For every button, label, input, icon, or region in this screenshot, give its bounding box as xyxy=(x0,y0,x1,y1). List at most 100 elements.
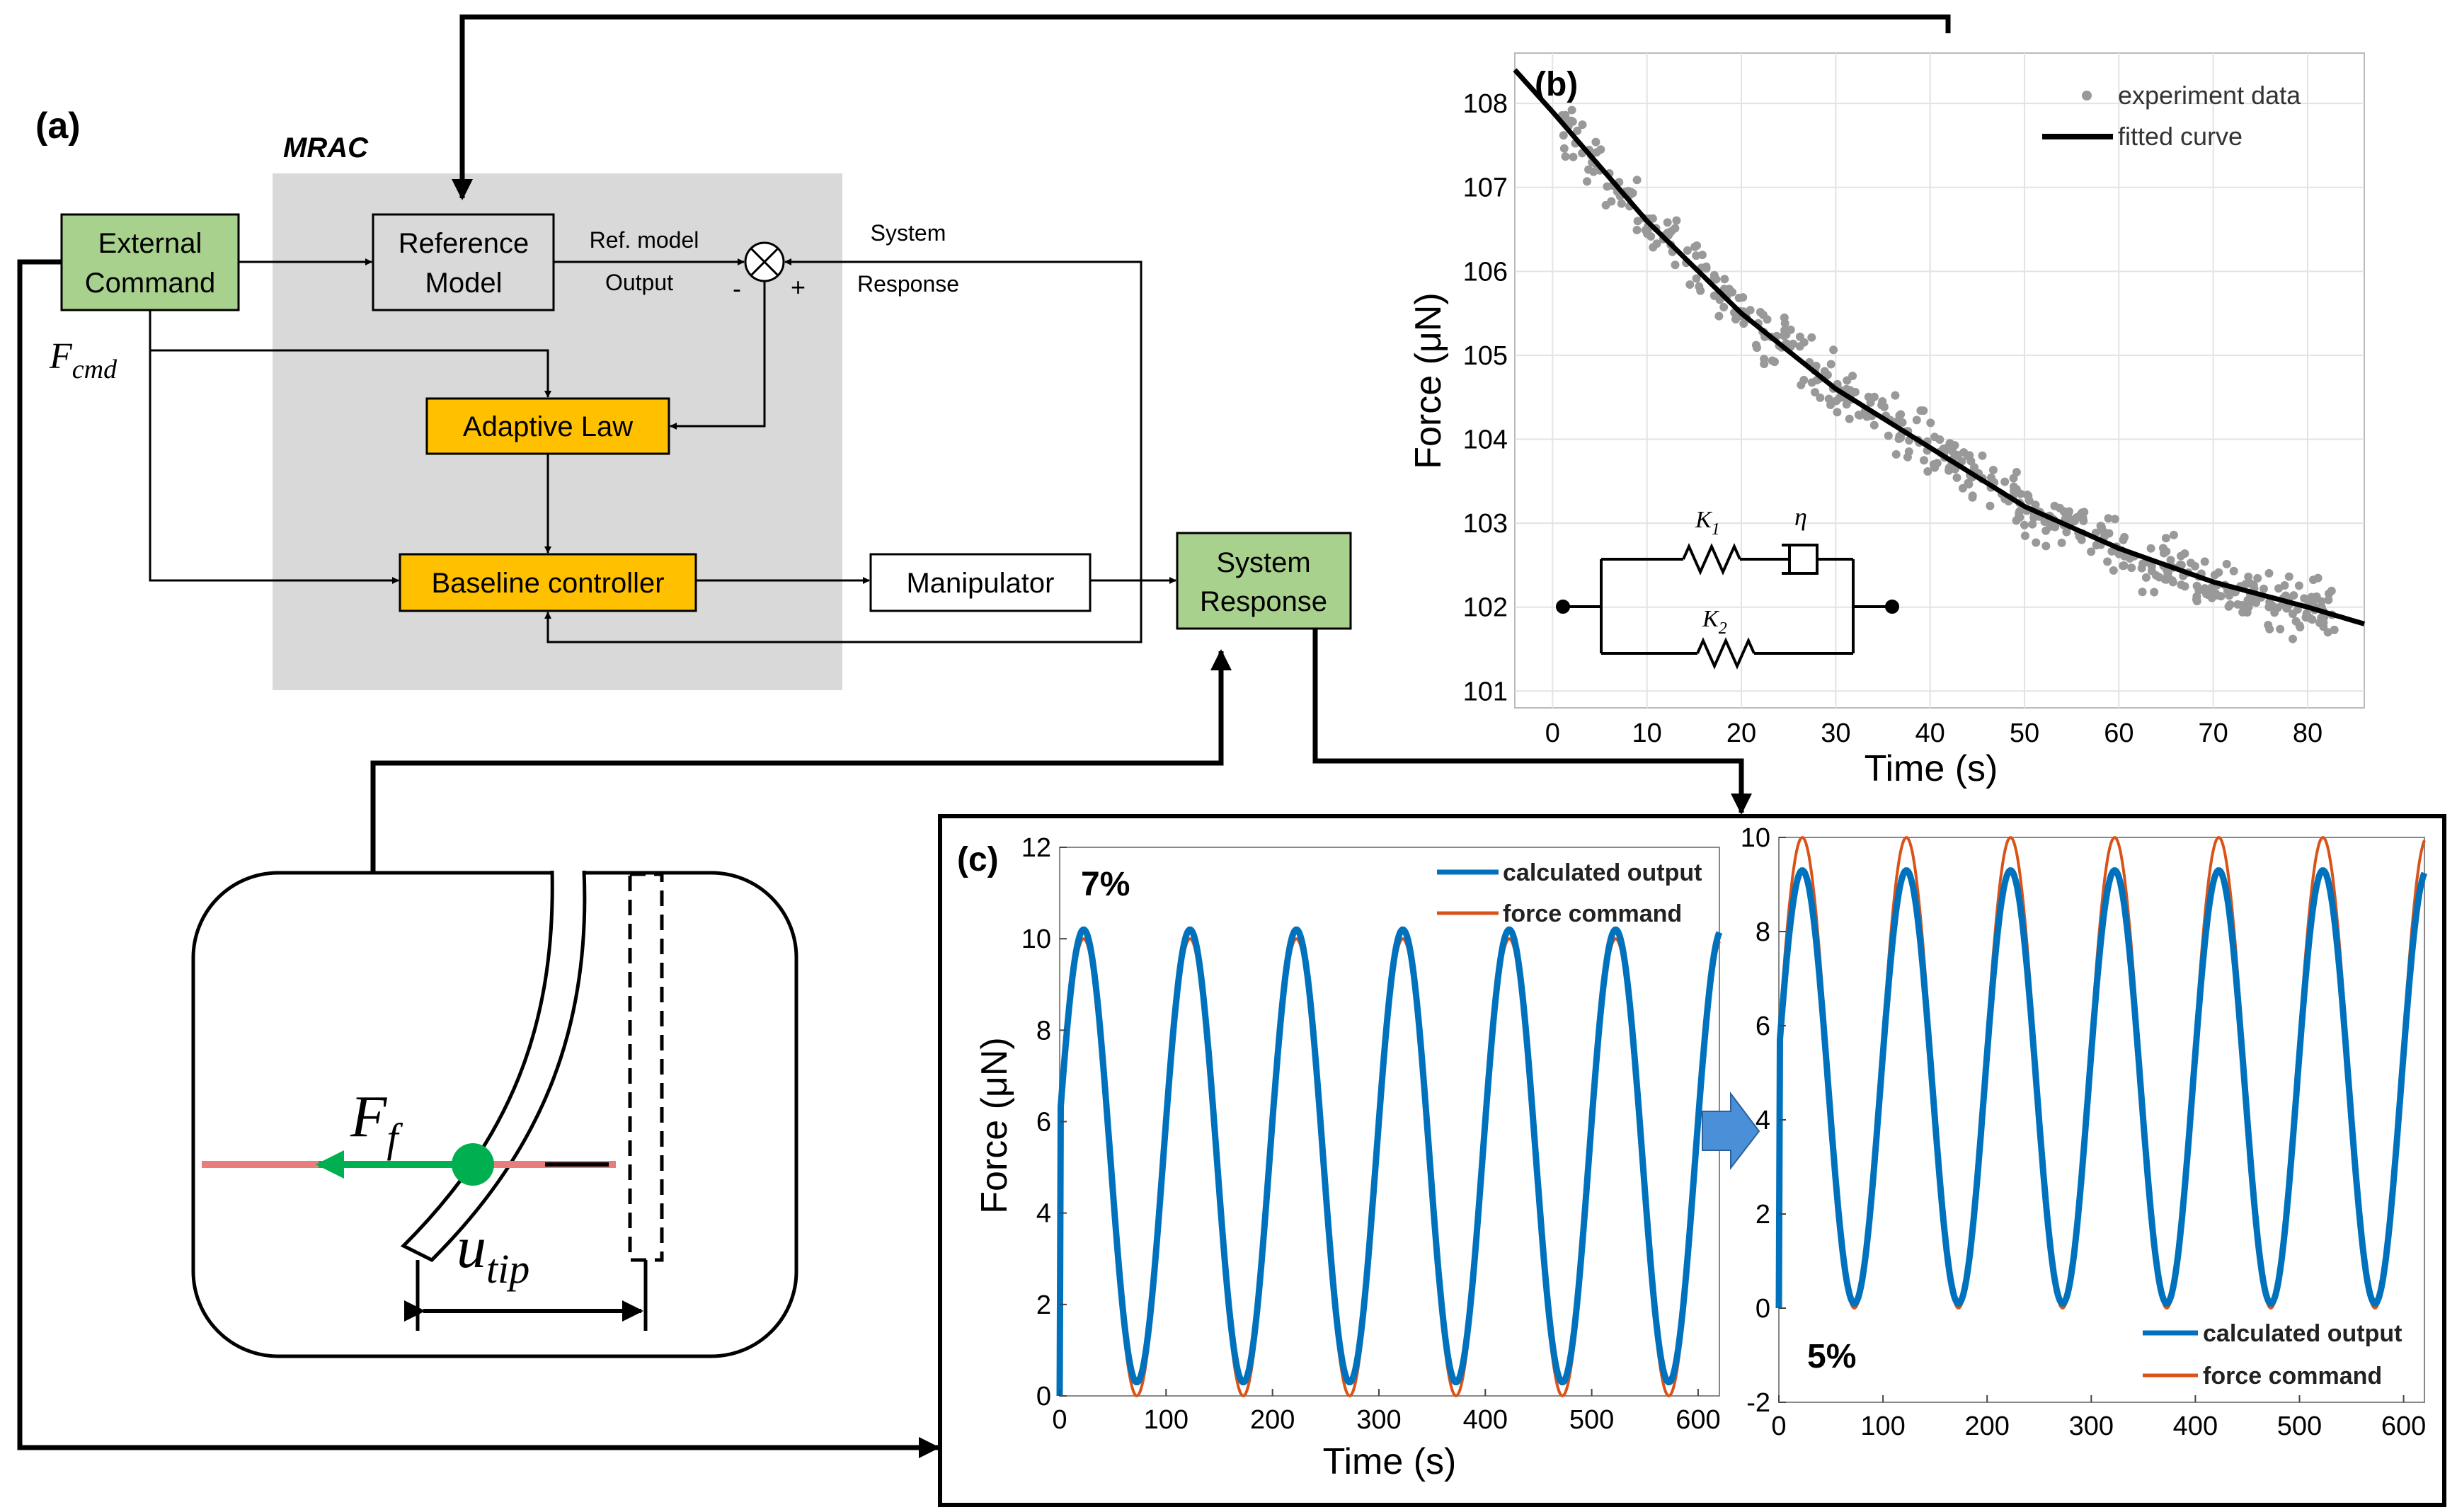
experiment-data-point xyxy=(1583,177,1591,186)
experiment-data-point xyxy=(1845,386,1855,395)
experiment-data-point xyxy=(1945,439,1954,448)
c-ytick-label: 8 xyxy=(1036,1016,1051,1046)
experiment-data-point xyxy=(1833,408,1842,417)
experiment-data-point xyxy=(1898,418,1907,427)
experiment-data-point xyxy=(2244,572,2253,581)
experiment-data-point xyxy=(2207,593,2216,602)
experiment-data-point xyxy=(2020,532,2029,540)
right-legend-command: force command xyxy=(2203,1363,2382,1390)
plus-sign: + xyxy=(791,273,806,302)
experiment-data-point xyxy=(2264,568,2274,578)
experiment-data-point xyxy=(2009,474,2018,483)
experiment-data-point xyxy=(2180,582,2189,591)
experiment-data-point xyxy=(1746,306,1755,315)
experiment-data-point xyxy=(1719,302,1729,311)
experiment-data-point xyxy=(2020,520,2029,529)
c-ytick-label: 6 xyxy=(1036,1108,1051,1138)
experiment-data-point xyxy=(2264,602,2274,612)
experiment-data-point xyxy=(1845,414,1854,423)
c-ytick-label: -2 xyxy=(1746,1388,1770,1418)
experiment-data-point xyxy=(1879,402,1889,411)
experiment-data-point xyxy=(1672,216,1681,225)
panel-c-xlabel: Time (s) xyxy=(1323,1441,1457,1482)
experiment-data-point xyxy=(1770,357,1779,367)
experiment-data-point xyxy=(2264,621,2273,629)
experiment-data-point xyxy=(1903,452,1912,462)
manipulator-sketch-frame xyxy=(191,871,798,1358)
block-connections xyxy=(149,258,1176,643)
experiment-data-point xyxy=(2041,542,2051,551)
experiment-data-point xyxy=(2022,491,2032,499)
experiment-data-point xyxy=(2141,573,2150,582)
legend-marker-experiment xyxy=(2082,91,2092,101)
experiment-data-point xyxy=(2032,538,2041,547)
experiment-data-point xyxy=(1702,264,1711,273)
experiment-data-point xyxy=(1811,388,1819,397)
panel-b-label: (b) xyxy=(1535,66,1578,103)
experiment-data-point xyxy=(2226,600,2235,609)
panel-b-plot-area xyxy=(1514,52,2365,709)
c-ytick-label: 8 xyxy=(1756,917,1770,947)
experiment-data-point xyxy=(2109,566,2118,575)
experiment-data-point xyxy=(2200,557,2209,566)
baseline-controller-box xyxy=(399,553,697,612)
manipulator-sketch xyxy=(202,870,664,1331)
experiment-data-point xyxy=(1895,432,1904,441)
experiment-data-point xyxy=(2280,581,2289,590)
panel-b-fitted-curve xyxy=(1513,68,2366,626)
panel-b-xlabel: Time (s) xyxy=(1865,748,1998,789)
experiment-data-point xyxy=(1728,287,1737,297)
experiment-data-point xyxy=(1685,280,1695,289)
experiment-data-point xyxy=(2260,584,2268,593)
experiment-data-point xyxy=(1584,165,1593,174)
experiment-data-point xyxy=(1920,456,1928,465)
panel-a-label: (a) xyxy=(35,105,81,147)
c-ytick-label: 2 xyxy=(1036,1290,1051,1320)
experiment-data-point xyxy=(1591,137,1600,147)
c-xtick-label: 100 xyxy=(1860,1411,1905,1441)
experiment-data-point xyxy=(1671,260,1680,270)
c-ytick-label: 0 xyxy=(1756,1294,1770,1324)
c-xtick-label: 200 xyxy=(1964,1411,2009,1441)
experiment-data-point xyxy=(1663,218,1672,227)
experiment-data-point xyxy=(1559,131,1568,140)
experiment-data-point xyxy=(1692,274,1701,283)
adaptive-law-label: Adaptive Law xyxy=(463,411,633,442)
experiment-data-point xyxy=(1692,251,1701,260)
experiment-data-point xyxy=(2210,571,2219,580)
experiment-data-point xyxy=(1826,401,1835,409)
eta-label: η xyxy=(1794,503,1807,531)
b-xtick-label: 20 xyxy=(1726,718,1756,748)
experiment-data-point xyxy=(1734,293,1743,302)
experiment-data-point xyxy=(2057,538,2066,547)
experiment-data-point xyxy=(2162,547,2171,556)
right-legend: calculated output force command xyxy=(2143,1320,2402,1390)
experiment-data-point xyxy=(1603,182,1612,191)
c-xtick-label: 500 xyxy=(2277,1411,2322,1441)
experiment-data-point xyxy=(1820,367,1829,376)
reference-model-line2: Model xyxy=(425,268,503,299)
b-xtick-label: 40 xyxy=(1915,718,1945,748)
experiment-data-point xyxy=(1633,217,1642,226)
experiment-data-point xyxy=(1929,460,1938,469)
system-response-box xyxy=(1176,532,1352,630)
experiment-data-point xyxy=(2028,520,2037,529)
experiment-data-point xyxy=(1816,393,1825,402)
c-ytick-label: 10 xyxy=(1021,924,1051,954)
external-command-line1: External xyxy=(98,228,202,259)
experiment-data-point xyxy=(1780,313,1789,322)
experiment-data-point xyxy=(1632,176,1642,185)
c-xtick-label: 0 xyxy=(1771,1411,1786,1441)
c-ytick-label: 6 xyxy=(1756,1012,1770,1041)
b-ytick-label: 107 xyxy=(1463,173,1508,203)
experiment-data-point xyxy=(1958,483,1967,493)
f-cmd-label: Fcmd xyxy=(49,336,118,384)
right-legend-calculated: calculated output xyxy=(2203,1320,2402,1347)
system-response-signal-line2: Response xyxy=(857,271,959,297)
experiment-data-point xyxy=(1795,332,1804,341)
experiment-data-point xyxy=(1795,342,1804,351)
